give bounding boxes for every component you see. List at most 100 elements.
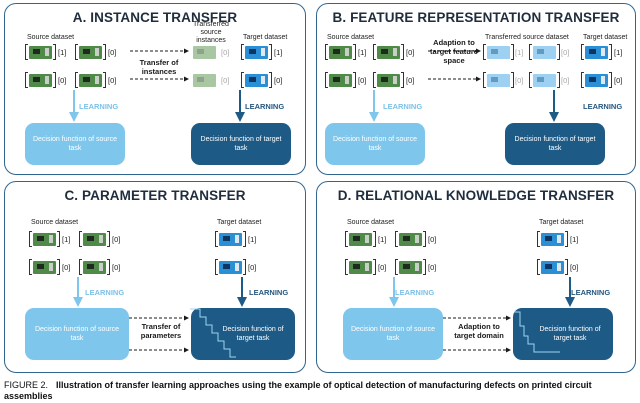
bracket <box>395 231 398 247</box>
bracket <box>325 44 328 60</box>
bracket <box>401 44 404 60</box>
bracket <box>353 72 356 88</box>
panel-title: A. INSTANCE TRANSFER <box>72 10 238 25</box>
bracket <box>565 231 568 247</box>
pcb-image <box>541 232 564 246</box>
bracket <box>395 259 398 275</box>
transferred-row: [0] [0] <box>483 72 579 88</box>
label-tag: [0] <box>358 76 367 85</box>
target-decision-box: Decision function of target task <box>505 123 605 165</box>
target-decision-box: Decision function of target task <box>191 308 295 360</box>
pcb-image-adapted <box>533 73 556 87</box>
bracket <box>215 259 218 275</box>
source-dataset-label: Source dataset <box>27 34 75 41</box>
label-tag: [0] <box>561 76 570 85</box>
bracket <box>609 44 612 60</box>
bracket <box>57 231 60 247</box>
source-dataset-label: Source dataset <box>31 219 79 226</box>
panel-title: C. PARAMETER TRANSFER <box>64 188 246 203</box>
bracket <box>423 231 426 247</box>
bracket <box>215 231 218 247</box>
pcb-image <box>349 260 372 274</box>
label-tag: [1] <box>515 48 524 57</box>
transfer-arrow-label: Transfer of instances <box>139 58 179 76</box>
bracket <box>243 259 246 275</box>
bracket <box>107 259 110 275</box>
pcb-image <box>219 232 242 246</box>
label-tag: [0] <box>406 76 415 85</box>
learning-label-target: LEARNING <box>583 102 623 111</box>
pcb-image <box>541 260 564 274</box>
bracket <box>353 44 356 60</box>
bracket <box>241 72 244 88</box>
pcb-image <box>83 232 106 246</box>
bracket <box>57 259 60 275</box>
learning-label-target: LEARNING <box>249 288 289 297</box>
bracket <box>325 72 328 88</box>
bracket <box>557 72 560 88</box>
source-dataset-label: Source dataset <box>347 219 395 226</box>
label-tag: [1] <box>62 235 71 244</box>
label-tag: [1] <box>248 235 257 244</box>
pcb-image <box>377 45 400 59</box>
label-tag: [0] <box>62 263 71 272</box>
label-tag: [0] <box>378 263 387 272</box>
bracket <box>53 44 56 60</box>
bracket <box>565 259 568 275</box>
learning-label-target: LEARNING <box>571 288 611 297</box>
panel-title: B. FEATURE REPRESENTATION TRANSFER <box>332 10 620 25</box>
learning-label-source: LEARNING <box>395 288 435 297</box>
label-tag: [1] <box>570 235 579 244</box>
bracket <box>483 44 486 60</box>
target-decision-box: Decision function of target task <box>191 123 291 165</box>
label-tag: [0] <box>614 76 623 85</box>
transferred-dataset-label: Transferred source dataset <box>485 34 569 41</box>
pcb-image <box>399 260 422 274</box>
label-tag: [0] <box>561 48 570 57</box>
pcb-image <box>245 73 268 87</box>
bracket <box>581 72 584 88</box>
transferred-instances-label: Transferred source instances <box>193 21 229 44</box>
pcb-image <box>329 73 352 87</box>
bracket <box>345 231 348 247</box>
label-tag: [0] <box>248 263 257 272</box>
source-decision-box: Decision function of source task <box>343 308 443 360</box>
bracket <box>25 72 28 88</box>
learning-label-source: LEARNING <box>79 102 119 111</box>
adaption-domain-label: Adaption to target domain <box>454 322 504 340</box>
learning-label-target: LEARNING <box>245 102 285 111</box>
source-row: [1] [0] <box>29 231 139 247</box>
label-tag: [0] <box>108 48 117 57</box>
bracket <box>537 259 540 275</box>
bracket <box>103 44 106 60</box>
bracket <box>79 259 82 275</box>
bracket <box>75 72 78 88</box>
bracket <box>537 231 540 247</box>
pcb-image <box>329 45 352 59</box>
label-tag: [0] <box>221 76 230 85</box>
label-tag: [1] <box>358 48 367 57</box>
target-dataset-label: Target dataset <box>217 219 262 226</box>
target-decision-box: Decision function of target task <box>513 308 613 360</box>
transferred-row: [0] <box>193 44 243 60</box>
source-row: [0] [0] <box>29 259 139 275</box>
bracket <box>29 231 32 247</box>
learning-label-source: LEARNING <box>85 288 125 297</box>
target-dataset-label: Target dataset <box>539 219 584 226</box>
source-row: [1] [0] <box>325 44 429 60</box>
target-decision-text: Decision function of target task <box>222 326 284 342</box>
source-row: [1] [0] <box>25 44 135 60</box>
bracket <box>345 259 348 275</box>
label-tag: [1] <box>614 48 623 57</box>
target-row: [0] <box>241 72 303 88</box>
caption-prefix: FIGURE 2. <box>4 380 49 390</box>
source-decision-box: Decision function of source task <box>325 123 425 165</box>
target-row: [1] <box>537 231 597 247</box>
label-tag: [0] <box>406 48 415 57</box>
bracket <box>581 44 584 60</box>
bracket <box>241 44 244 60</box>
source-decision-box: Decision function of source task <box>25 308 129 360</box>
label-tag: [0] <box>274 76 283 85</box>
label-tag: [0] <box>58 76 67 85</box>
label-tag: [0] <box>428 263 437 272</box>
